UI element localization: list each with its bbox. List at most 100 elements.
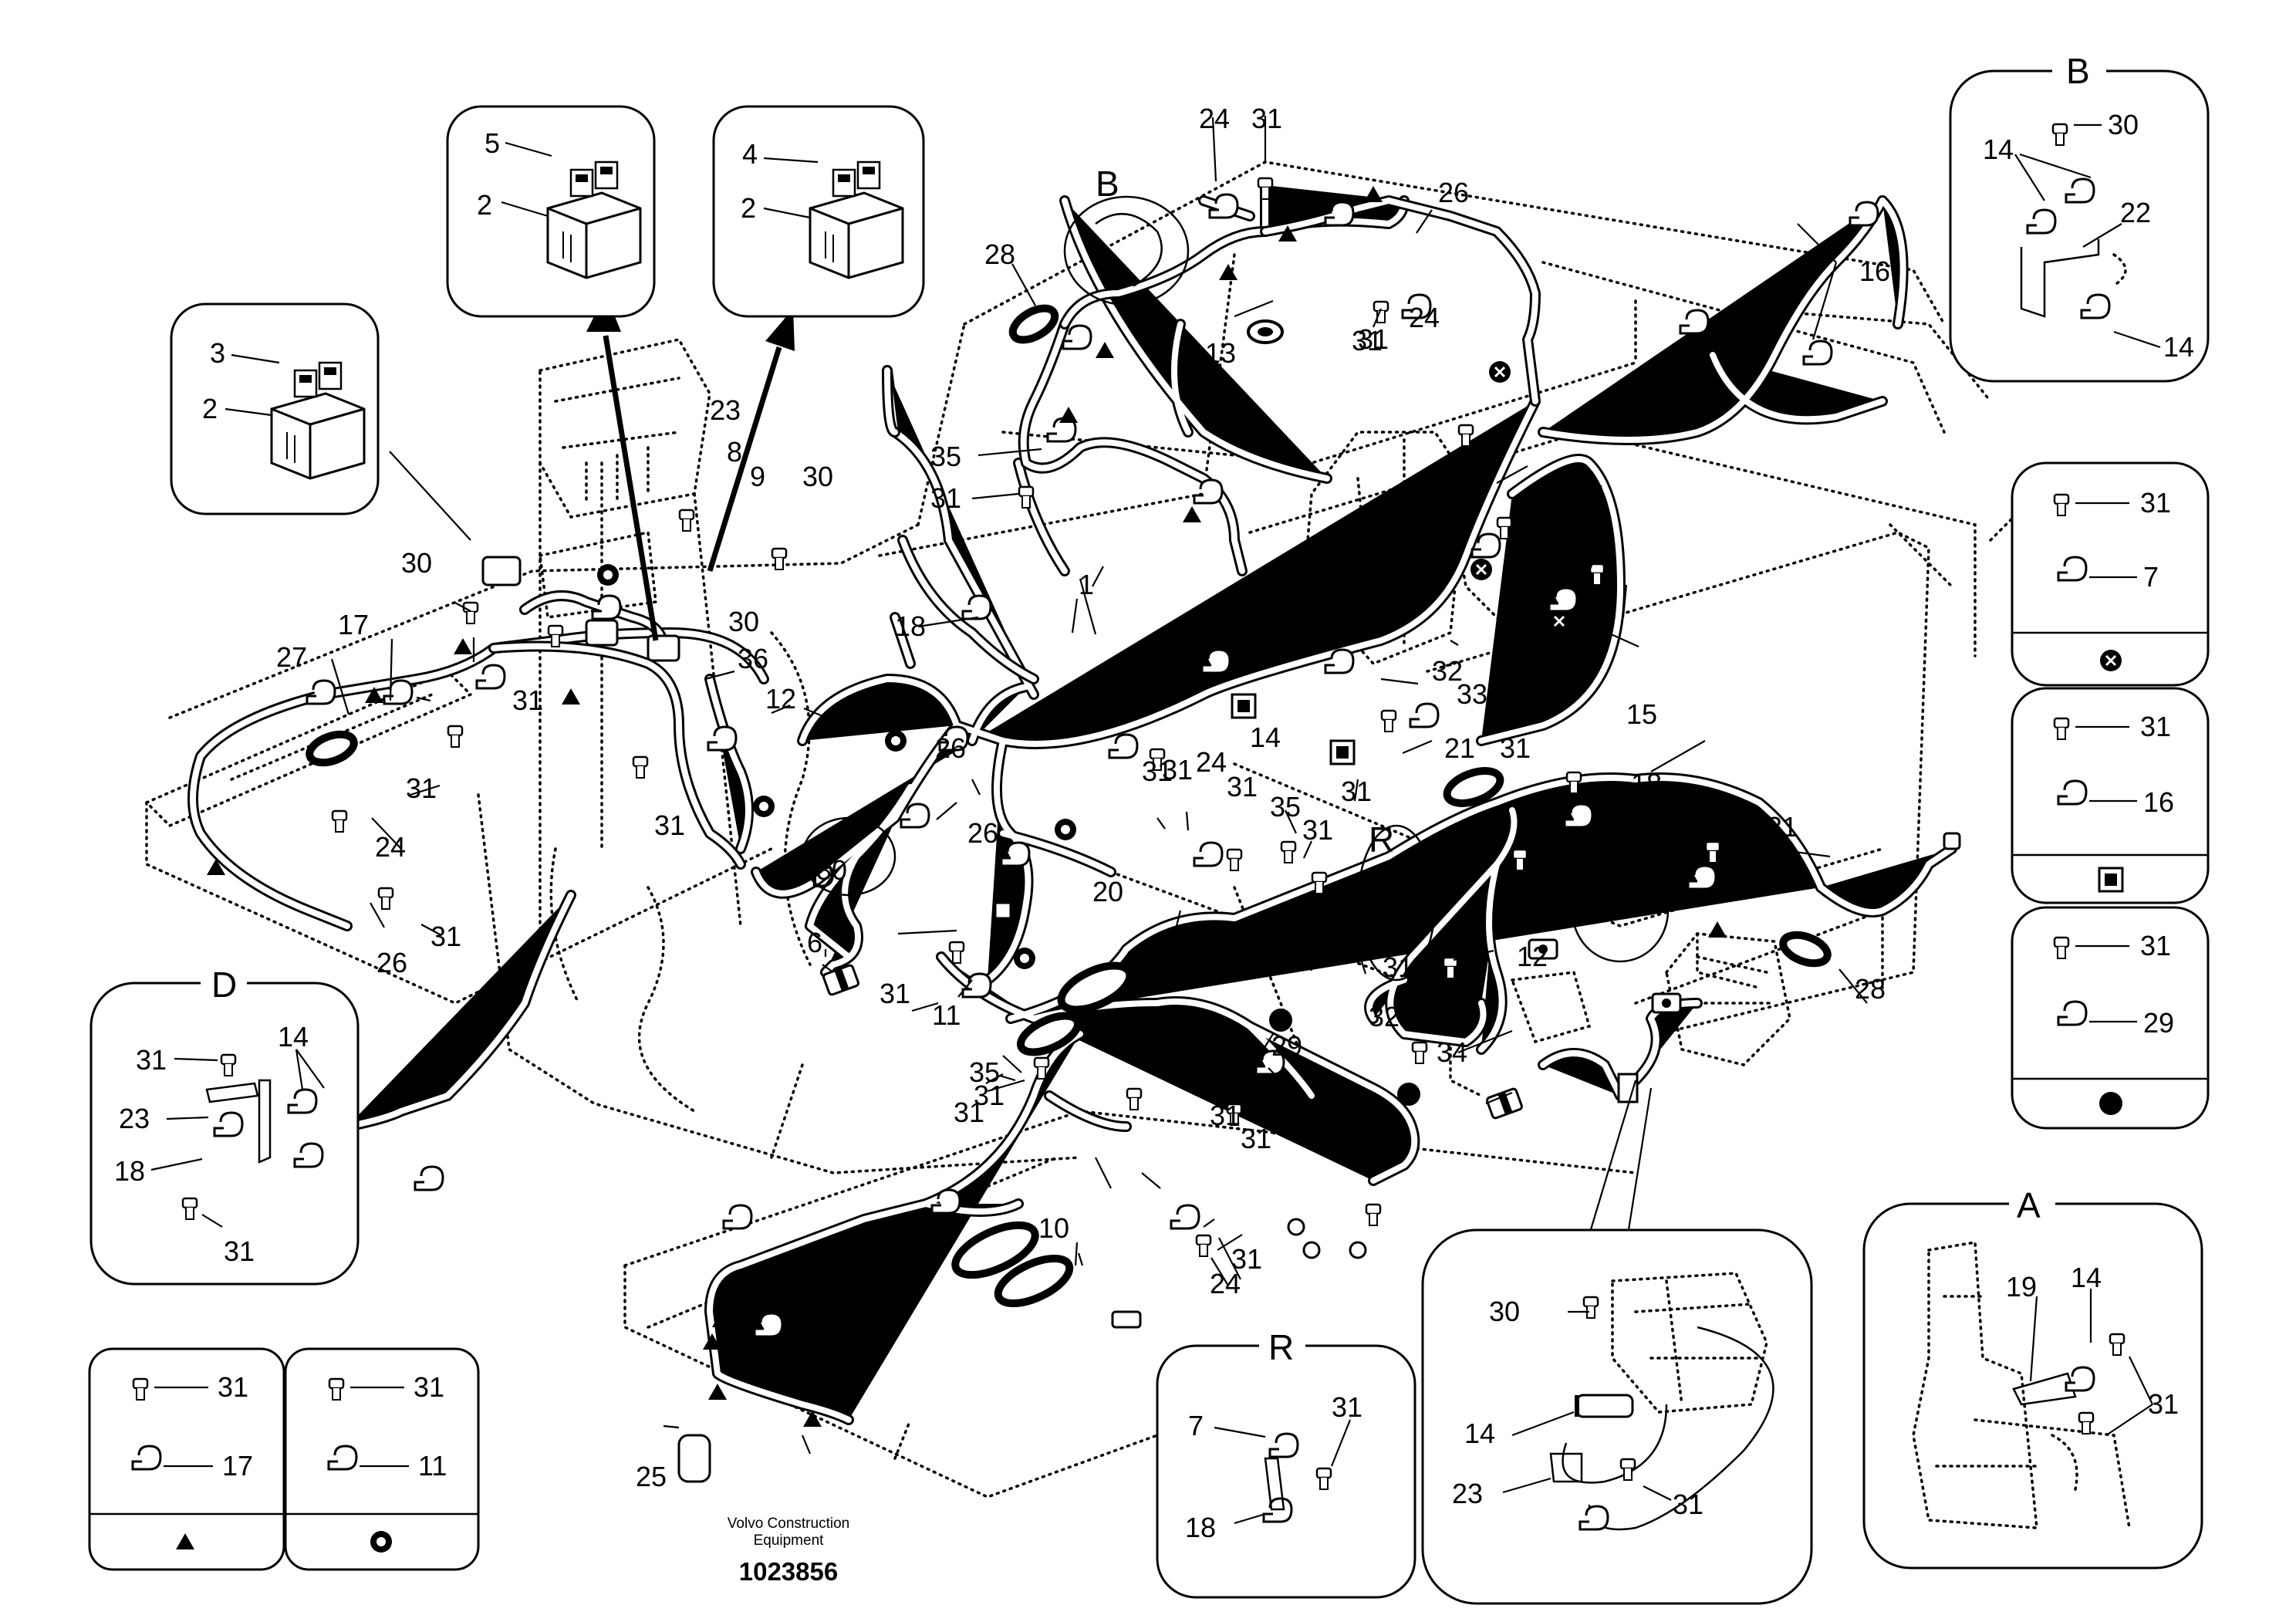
callout-numbers: 24 31 26 13 31 24 28 35 31 18 1 24 37 31… [276, 103, 1890, 1492]
callout-24: 24 [375, 831, 406, 863]
callout-24: 24 [802, 1282, 833, 1313]
callout-31: 31 [1673, 1489, 1703, 1520]
callout-31: 31 [1231, 1243, 1262, 1275]
callout-37: 37 [1157, 672, 1188, 704]
callout-14: 14 [2071, 1262, 2102, 1293]
callout-18: 18 [114, 1155, 145, 1187]
callout-24: 24 [1196, 746, 1227, 778]
callout-14: 14 [1250, 721, 1281, 753]
callout-35: 35 [930, 441, 961, 472]
callout-31: 31 [2148, 1388, 2179, 1420]
bolt-icon [331, 809, 348, 833]
callout-35: 35 [969, 1056, 1000, 1088]
callout-31: 31 [1241, 1123, 1271, 1154]
triangle-icon [708, 1384, 727, 1400]
callout-23: 23 [710, 394, 741, 426]
callout-31: 31 [2140, 930, 2171, 961]
callout-24: 24 [1409, 302, 1440, 333]
callout-31: 31 [1352, 325, 1383, 357]
clamp-icon [1193, 841, 1224, 867]
callout-2: 2 [202, 393, 218, 424]
callout-31: 31 [974, 1080, 1004, 1111]
bolt-icon [948, 941, 965, 965]
callout-26: 26 [1438, 177, 1469, 208]
callout-30: 30 [1489, 1296, 1520, 1327]
callout-31: 31 [136, 1044, 167, 1076]
callout-31: 31 [414, 1371, 444, 1403]
hydraulic-pump-cluster [1510, 932, 1791, 1066]
callout-23: 23 [1452, 1478, 1483, 1509]
callout-30: 30 [401, 547, 432, 579]
callout-31: 31 [880, 978, 910, 1009]
title-block: Volvo Construction Equipment 1023856 [728, 1516, 849, 1586]
callout-31: 31 [1500, 732, 1531, 764]
ring-icon [885, 730, 907, 752]
detail-view-a: A 19 14 31 [1862, 1184, 2203, 1570]
ring-icon [597, 564, 619, 586]
legend-panel-16: 31 16 [2011, 687, 2210, 904]
brand-line-2: Equipment [754, 1532, 825, 1549]
view-label-a: A [2017, 1185, 2041, 1225]
callout-17: 17 [338, 609, 369, 640]
view-label-d: D [211, 965, 237, 1005]
filled-circle-icon [1397, 1083, 1420, 1106]
drawing-number: 1023856 [739, 1557, 838, 1586]
square-icon [2098, 867, 2124, 893]
callout-31: 31 [1577, 479, 1608, 511]
callout-29: 29 [2143, 1007, 2174, 1039]
view-label-r: R [1369, 819, 1394, 860]
crossed-circle-icon [1547, 609, 1572, 634]
view-label-a: A [1583, 853, 1607, 894]
clamp-icon [1679, 309, 1710, 335]
bolt-icon [377, 887, 394, 911]
clamp-icon [1108, 733, 1139, 759]
callout-30: 30 [2108, 109, 2139, 140]
callout-31: 31 [1199, 1070, 1230, 1102]
callout-20: 20 [1092, 876, 1123, 907]
crossed-circle-icon [1469, 557, 1494, 582]
bolt-icon [1411, 1041, 1428, 1065]
callout-16: 16 [2143, 786, 2174, 818]
callout-7: 7 [2143, 561, 2159, 593]
callout-11: 11 [932, 999, 961, 1031]
callout-30: 30 [816, 854, 847, 886]
callout-28: 28 [1855, 973, 1886, 1005]
clamp-icon [1802, 340, 1833, 366]
callout-3: 3 [210, 337, 225, 369]
clamp-icon [414, 1165, 444, 1191]
callout-24: 24 [1131, 654, 1162, 685]
callout-31: 31 [406, 772, 437, 804]
crossed-circle-icon [1487, 360, 1512, 384]
callout-31: 31 [1142, 755, 1173, 787]
brand-line-1: Volvo Construction [728, 1516, 849, 1532]
clamps-and-bolts [306, 177, 1879, 1338]
callout-31: 31 [430, 921, 461, 952]
callout-31: 31 [954, 1097, 984, 1128]
callout-11: 11 [418, 1450, 447, 1482]
callout-35: 35 [1270, 791, 1301, 823]
clamp-icon [1170, 1204, 1200, 1230]
legend-panel-7: 31 7 [2011, 461, 2210, 687]
callout-24: 24 [1210, 1268, 1241, 1299]
callout-31: 31 [1251, 103, 1282, 134]
clamp-icon [707, 725, 738, 752]
callout-14: 14 [2163, 331, 2194, 363]
callout-33: 33 [1457, 678, 1487, 710]
callout-12: 12 [1517, 941, 1548, 972]
callout-31: 31 [1162, 754, 1193, 786]
clamp-icon [1193, 478, 1224, 505]
callout-2: 2 [477, 189, 492, 221]
callout-31: 31 [1383, 951, 1413, 983]
callout-31: 31 [224, 1235, 255, 1267]
callout-32: 32 [1432, 655, 1463, 687]
bolt-icon [1226, 848, 1243, 872]
triangle-icon [1364, 186, 1383, 202]
bolt-icon [1195, 1234, 1212, 1258]
legend-panel-17: 31 17 [88, 1347, 285, 1571]
clamp-icon [722, 1204, 753, 1230]
bolt-icon [632, 755, 649, 779]
triangle-icon [1096, 342, 1114, 358]
clamp-icon [306, 679, 336, 705]
relay-inset-top-left: 5 2 [446, 105, 656, 318]
